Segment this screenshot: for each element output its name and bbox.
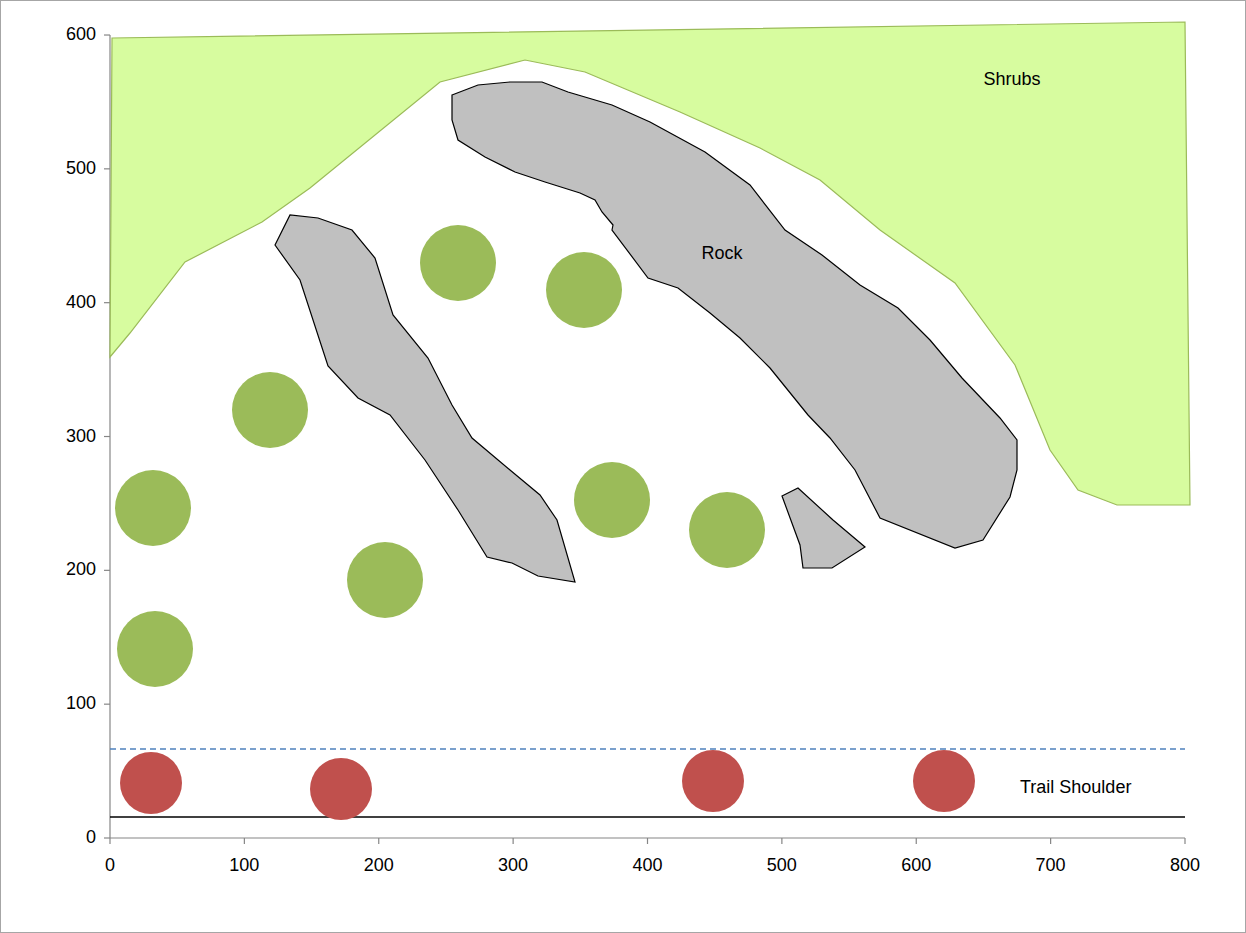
tree-dot [117, 611, 193, 687]
tick-mark [104, 302, 110, 303]
rock-region-outline [452, 82, 1017, 548]
tick-mark [513, 838, 514, 844]
axis-tick-label: 700 [1036, 856, 1066, 876]
axis-tick-label: 600 [901, 856, 931, 876]
tick-mark [781, 838, 782, 844]
trail-dots [120, 750, 975, 820]
tree-dot [574, 462, 650, 538]
trail-dot [682, 750, 744, 812]
tree-dot [420, 225, 496, 301]
tick-mark [244, 838, 245, 844]
tick-mark [104, 570, 110, 571]
tick-mark [104, 168, 110, 169]
trail-dot [310, 758, 372, 820]
axis-tick-label: 300 [66, 427, 96, 447]
region-label: Shrubs [983, 70, 1040, 90]
axis-tick-label: 400 [632, 856, 662, 876]
axis-tick-label: 300 [498, 856, 528, 876]
axis-tick-label: 100 [229, 856, 259, 876]
tick-mark [1050, 838, 1051, 844]
map-label: Trail Shoulder [1020, 778, 1131, 798]
trail-dot [913, 750, 975, 812]
rock-region: Rock [452, 82, 1017, 548]
axis-tick-label: 200 [364, 856, 394, 876]
tree-dot [347, 542, 423, 618]
tree-dot [232, 372, 308, 448]
axis-tick-label: 200 [66, 560, 96, 580]
tree-dot [115, 470, 191, 546]
axis-tick-label: 800 [1170, 856, 1200, 876]
tick-mark [104, 34, 110, 35]
tick-mark [104, 436, 110, 437]
tick-mark [916, 838, 917, 844]
tick-mark [1184, 838, 1185, 844]
tick-mark [104, 704, 110, 705]
tree-dot [689, 492, 765, 568]
tick-mark [378, 838, 379, 844]
region-label: Rock [701, 244, 742, 264]
axis-tick-label: 400 [66, 293, 96, 313]
axis-tick-label: 600 [66, 25, 96, 45]
dashed-boundary [110, 748, 1185, 749]
trail-edge [110, 816, 1185, 818]
axis-tick-label: 500 [66, 159, 96, 179]
axis-tick-label: 500 [767, 856, 797, 876]
rock-shape [782, 488, 865, 568]
rock-shape [275, 215, 575, 582]
axis-tick-label: 0 [105, 856, 115, 876]
tick-mark [104, 837, 110, 838]
tick-mark [109, 838, 110, 844]
axis-tick-label: 100 [66, 694, 96, 714]
rock-region-shape [452, 82, 1017, 548]
axis-tick-label: 0 [86, 828, 96, 848]
tick-mark [647, 838, 648, 844]
trail-dot [120, 752, 182, 814]
tree-dot [546, 252, 622, 328]
